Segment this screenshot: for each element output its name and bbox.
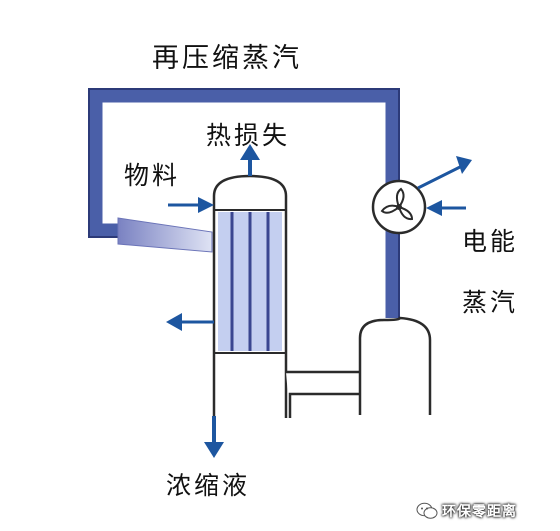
vapor-inlet-nozzle xyxy=(117,217,213,253)
fan-icon xyxy=(380,187,414,221)
feed-arrowhead xyxy=(198,197,214,213)
wechat-icon xyxy=(416,502,438,519)
label-recompressed-vapor: 再压缩蒸汽 xyxy=(152,43,302,74)
side-outlet-arrowhead xyxy=(166,313,182,331)
heat-loss-arrowhead xyxy=(240,144,260,160)
watermark: 环保零距离 xyxy=(416,501,517,521)
vapor-return-pipe xyxy=(89,89,399,318)
vapor-return-pipe-edge xyxy=(88,88,400,318)
label-electric-energy: 电能 xyxy=(462,227,519,256)
label-concentrate: 浓缩液 xyxy=(166,471,251,500)
watermark-text: 环保零距离 xyxy=(442,504,517,520)
label-feed-material: 物料 xyxy=(124,161,181,190)
concentrate-arrowhead xyxy=(204,442,224,458)
compressor-outlet-arrow xyxy=(417,164,463,190)
label-steam: 蒸汽 xyxy=(462,288,519,317)
compressor-outlet-arrowhead xyxy=(456,156,472,174)
separator-vessel xyxy=(358,316,432,415)
label-heat-loss: 热损失 xyxy=(206,121,291,150)
electric-energy-arrowhead xyxy=(426,200,442,216)
